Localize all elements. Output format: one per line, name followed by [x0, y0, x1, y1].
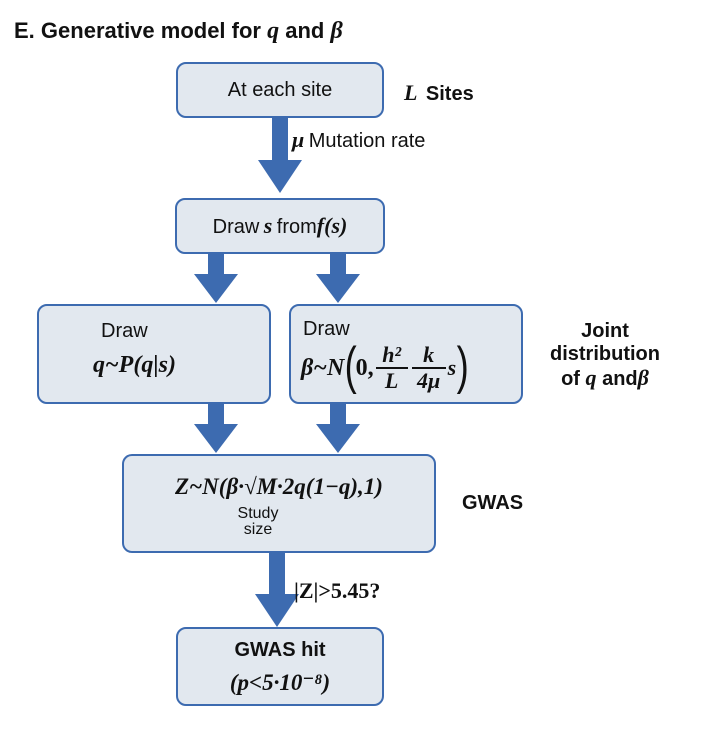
joint-of: of: [561, 368, 580, 390]
gwas-hit-title: GWAS hit: [234, 639, 326, 661]
node-draw-beta: Draw β~N ( 0, h² L k 4μ s ): [289, 304, 523, 404]
draw-beta-lhs: β~N: [301, 354, 345, 381]
joint-annotation: Joint distribution of q andβ: [530, 320, 680, 391]
paren-open: (: [344, 337, 358, 395]
study-size-line2: size: [243, 521, 273, 538]
joint-q: q: [585, 365, 597, 390]
frac1-den: L: [384, 368, 399, 393]
node-site: At each site: [176, 62, 384, 118]
arrow-draw-beta-to-z: [316, 404, 360, 453]
joint-line1: Joint: [581, 320, 629, 342]
gwas-hit-threshold: (p<5·10⁻⁸): [229, 670, 331, 695]
frac1: h² L: [375, 342, 408, 393]
panel-letter: E.: [14, 18, 35, 43]
paren-close: ): [456, 337, 469, 395]
joint-line3: of q andβ: [530, 366, 680, 391]
study-size-line1: Study: [237, 505, 279, 522]
draw-beta-tail: s: [447, 355, 457, 380]
node-draw-s-content: Draw s fromf(s): [177, 213, 383, 239]
frac2-bar: [411, 367, 446, 369]
frac2-num: k: [423, 342, 435, 367]
figure-title: E. Generative model for q and β: [14, 18, 343, 45]
sites-var: L: [404, 80, 418, 105]
node-site-label: At each site: [227, 79, 333, 101]
arrow-draw-s-to-draw-q: [194, 254, 238, 303]
threshold-annotation: |Z|>5.45?: [294, 578, 381, 603]
draw-s-from: from: [276, 216, 317, 238]
joint-line2: distribution: [550, 343, 660, 365]
arrow-draw-q-to-z: [194, 404, 238, 453]
draw-s-var: s: [263, 213, 273, 238]
draw-beta-label: Draw: [303, 318, 350, 340]
sites-text: Sites: [425, 83, 474, 105]
title-and: and: [285, 18, 325, 43]
draw-q-label: Draw: [101, 320, 148, 342]
arrow-z-to-hit: [255, 553, 299, 627]
frac1-num: h²: [382, 342, 402, 367]
arrow-site-to-draw-s: [258, 118, 302, 193]
joint-beta: β: [637, 365, 649, 390]
title-var-beta: β: [330, 18, 343, 44]
mutation-text: Mutation rate: [308, 130, 426, 152]
frac1-bar: [375, 367, 408, 369]
joint-and: and: [602, 368, 638, 390]
title-var-q: q: [267, 18, 280, 44]
draw-s-func: f(s): [316, 213, 348, 238]
title-text: Generative model for: [40, 18, 261, 43]
node-gwas-hit: GWAS hit (p<5·10⁻⁸): [176, 627, 384, 706]
study-size-label: Study size: [220, 506, 296, 538]
draw-q-formula: q~P(q|s): [93, 352, 176, 378]
gwas-annotation: GWAS: [462, 492, 524, 514]
frac2: k 4μ: [411, 342, 446, 393]
arrow-draw-s-to-draw-beta: [316, 254, 360, 303]
node-z: Z~N(β·√M·2q(1−q),1) Study size: [122, 454, 436, 553]
mutation-var: μ: [292, 127, 305, 152]
draw-beta-formula: β~N ( 0, h² L k 4μ s ): [301, 336, 472, 400]
z-formula: Z~N(β·√M·2q(1−q),1): [175, 474, 383, 499]
mutation-annotation: μ Mutation rate: [292, 127, 425, 153]
frac2-den: 4μ: [417, 368, 441, 393]
node-draw-q: Draw q~P(q|s): [37, 304, 271, 404]
draw-s-prefix: Draw: [212, 216, 260, 238]
draw-beta-zero: 0,: [355, 354, 374, 381]
sites-annotation: L Sites: [404, 80, 474, 106]
node-draw-s: Draw s fromf(s): [175, 198, 385, 254]
